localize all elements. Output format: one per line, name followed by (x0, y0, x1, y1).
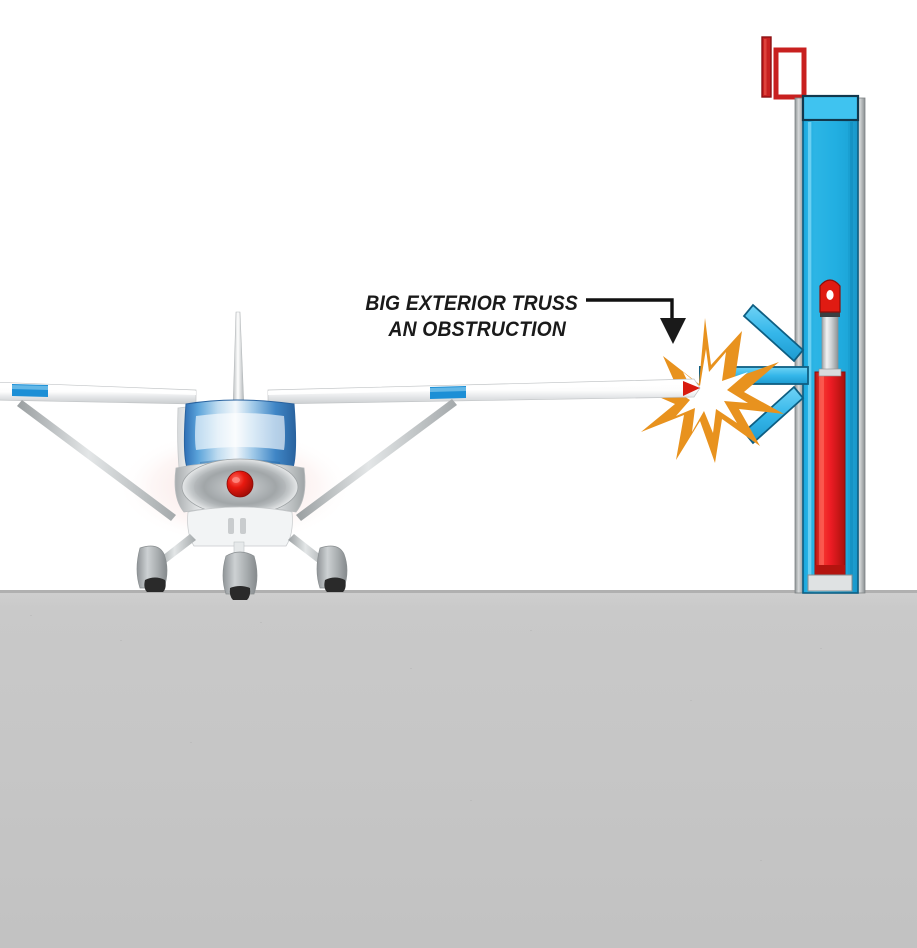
hydraulic-cylinder (807, 279, 853, 592)
propeller-spinner (226, 470, 254, 498)
cylinder-base-mount (807, 574, 853, 592)
cowl-vent-left (228, 518, 234, 534)
callout-line-1: BIG EXTERIOR TRUSS (365, 292, 578, 315)
column-top-cap (801, 94, 860, 122)
left-wheel-fairing (136, 545, 168, 589)
ground-plane (0, 590, 917, 948)
cylinder-rod (821, 314, 839, 376)
truss-upper-diagonal (742, 303, 805, 363)
right-wing-strut (296, 399, 457, 521)
right-wheel-fairing (316, 545, 348, 589)
nose-tire (229, 586, 251, 600)
cowl-vent-right (240, 518, 246, 534)
landing-gear (136, 534, 348, 600)
engine-cowling (174, 458, 306, 547)
hangar-door-column-assembly (699, 36, 866, 594)
leader-arrowhead (660, 318, 686, 344)
door-top-red-frame (761, 36, 807, 100)
nose-wheel-fairing (222, 551, 258, 595)
right-nav-light (683, 381, 700, 396)
left-wing (0, 381, 197, 405)
callout-line-2: AN OBSTRUCTION (388, 318, 566, 341)
airplane (0, 311, 701, 600)
right-wing (267, 378, 701, 405)
left-tire (144, 577, 166, 592)
impact-burst (634, 318, 784, 463)
left-wing-strut (17, 400, 176, 521)
callout-leader (586, 298, 686, 344)
right-tire (324, 577, 346, 592)
